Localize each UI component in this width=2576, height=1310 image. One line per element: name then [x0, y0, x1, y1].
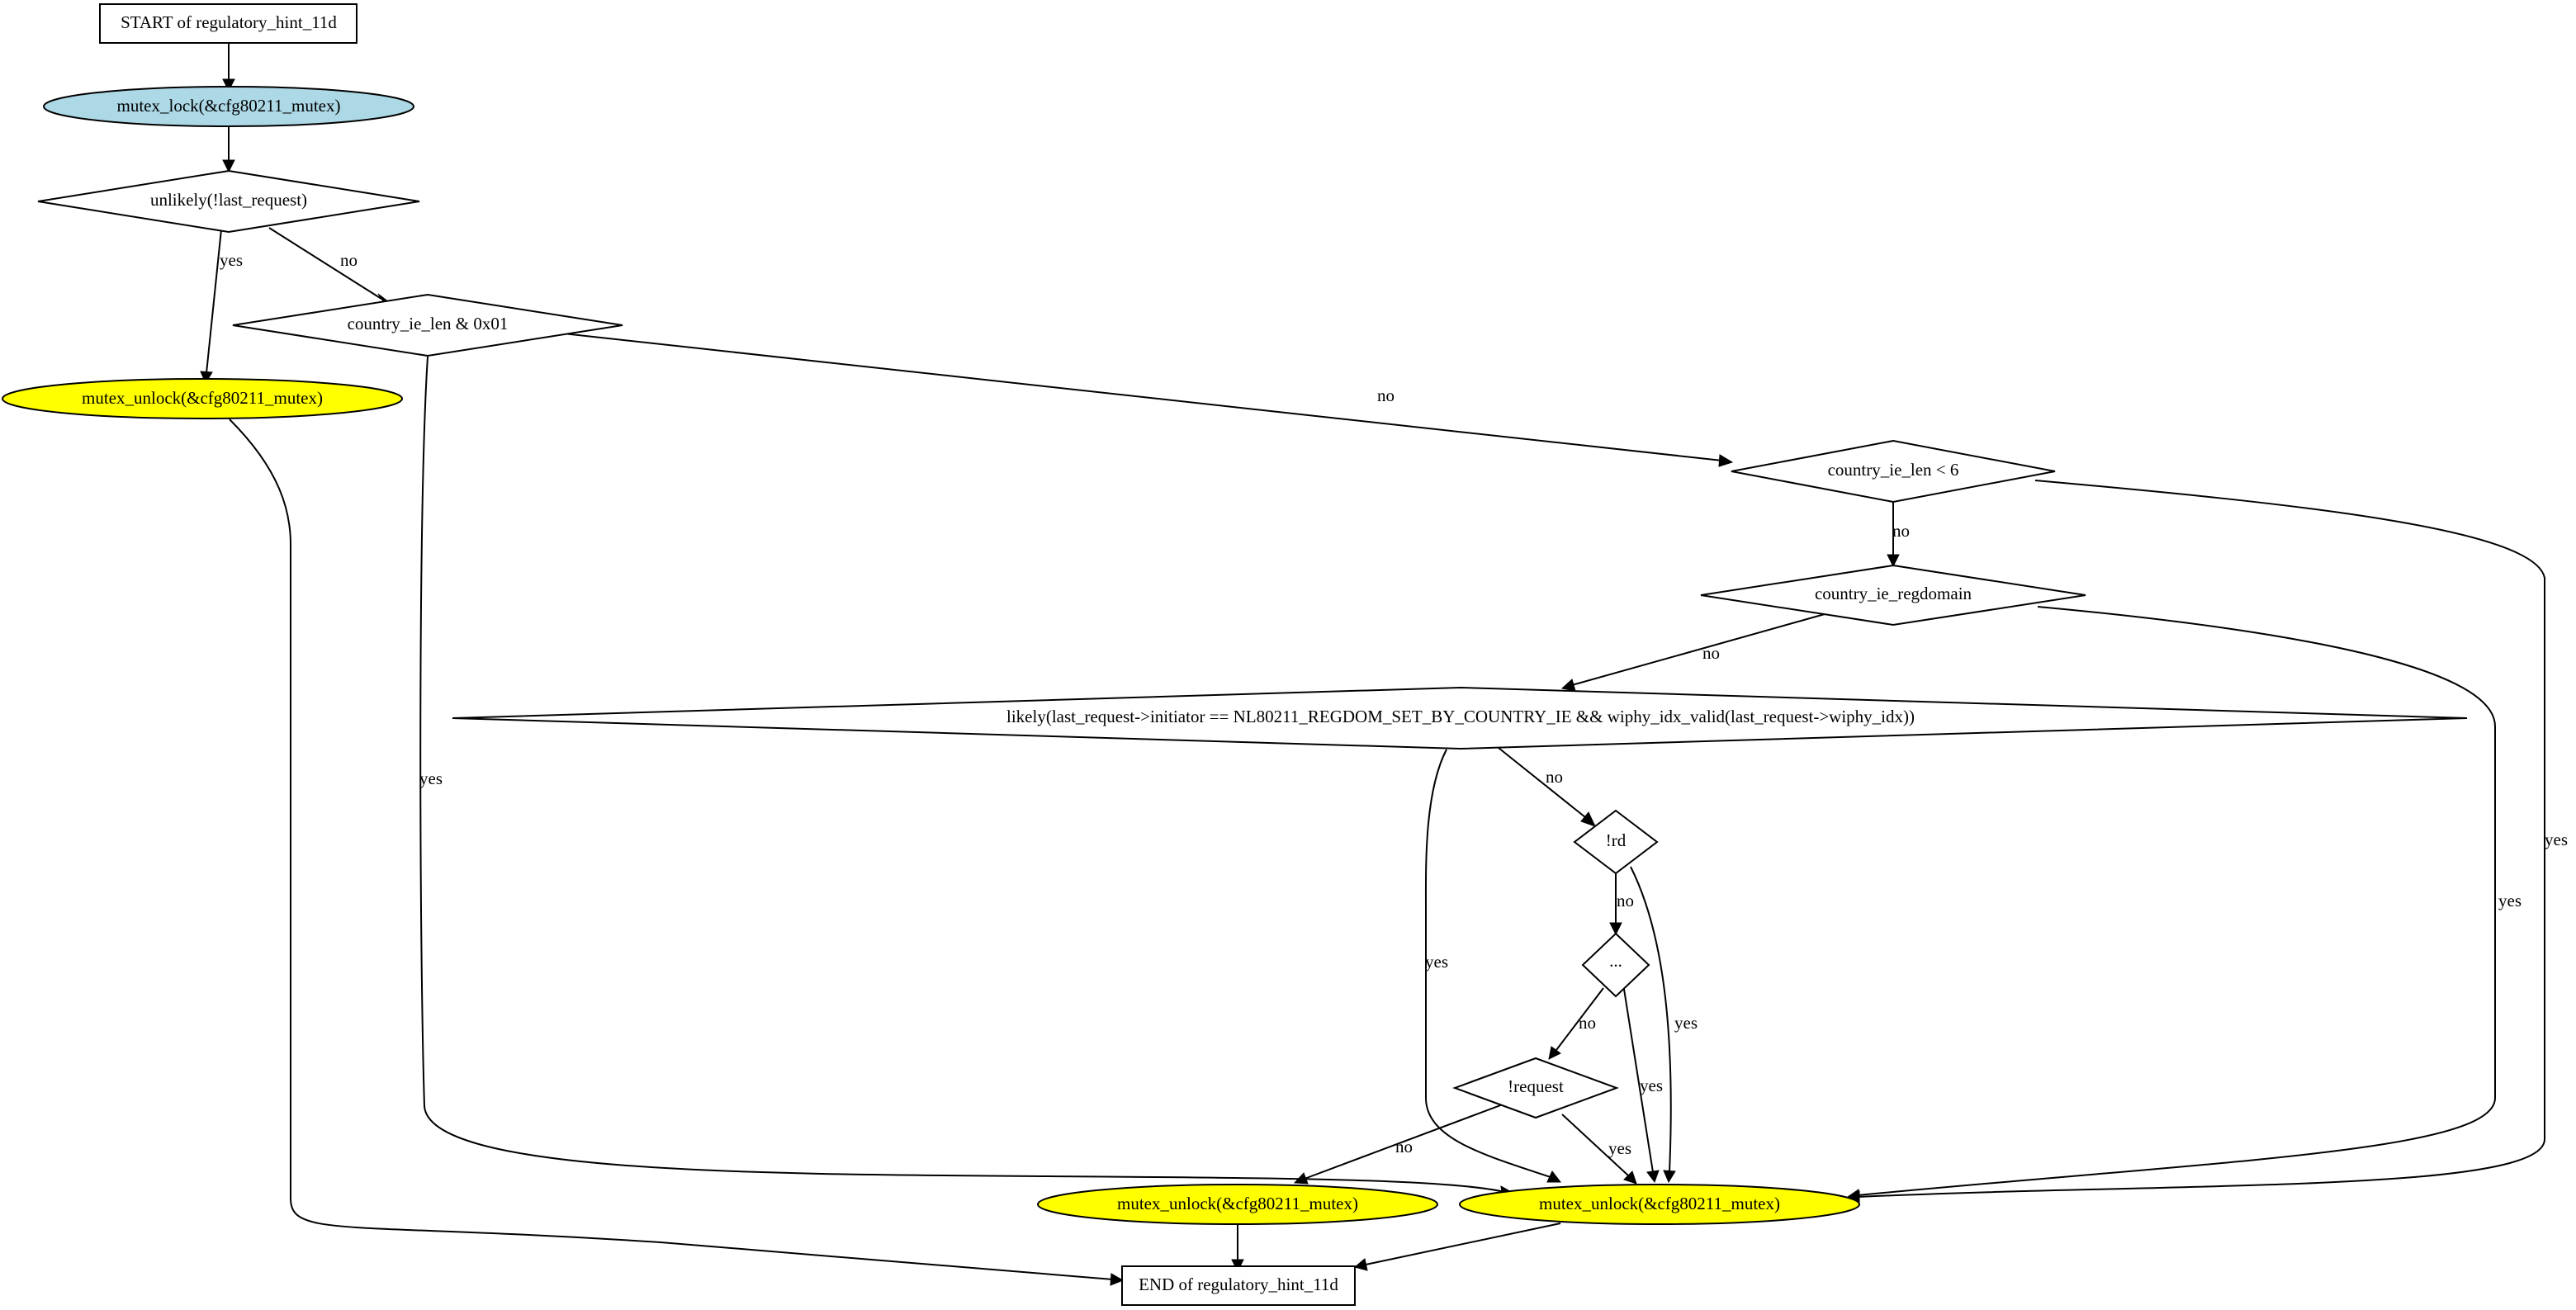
node-unlikely-label: unlikely(!last_request) — [150, 190, 307, 210]
edge-ellipsis-request — [1556, 987, 1604, 1051]
edge-unlock-right-end-arrow — [1353, 1258, 1368, 1271]
edge-unlikely-unlock-left — [206, 229, 222, 374]
edge-label-len-odd-no: no — [1377, 385, 1395, 405]
node-rd: !rd — [1573, 809, 1659, 875]
node-lock-ellipse — [43, 86, 414, 127]
edge-rd-unlock-right-arrow — [1663, 1170, 1676, 1184]
edge-ellipsis-unlock-right-arrow — [1646, 1170, 1660, 1184]
edge-label-rd-no: no — [1617, 891, 1634, 910]
node-rd-diamond — [1573, 809, 1659, 875]
node-request-label: !request — [1508, 1076, 1564, 1096]
node-rd-label: !rd — [1606, 830, 1627, 850]
node-unlock-mid-label: mutex_unlock(&cfg80211_mutex) — [1117, 1194, 1358, 1213]
edge-unlock-left-end — [229, 419, 1114, 1280]
node-ellipsis-diamond — [1581, 932, 1650, 998]
edge-label-len-odd-yes: yes — [419, 769, 443, 788]
edge-ellipsis-request-arrow — [1548, 1046, 1561, 1060]
edge-label-ellipsis-no: no — [1579, 1013, 1596, 1033]
edge-len-odd-unlock-right — [419, 356, 1505, 1193]
edge-likely-rd — [1498, 747, 1586, 818]
node-len-odd: country_ie_len & 0x01 — [232, 293, 623, 357]
edge-label-regdomain-no: no — [1702, 643, 1720, 663]
node-unlock-right-ellipse — [1459, 1184, 1860, 1225]
edge-label-regdomain-yes: yes — [2498, 891, 2522, 910]
edge-regdomain-likely — [1571, 613, 1825, 686]
edge-label-request-yes: yes — [1608, 1138, 1631, 1158]
edge-label-request-no: no — [1395, 1137, 1413, 1156]
edge-start-lock-arrow — [222, 78, 235, 92]
edge-label-ellipsis-yes: yes — [1640, 1076, 1663, 1095]
edge-len-odd-len-lt6 — [547, 331, 1723, 461]
edge-request-unlock-right-arrow — [1623, 1170, 1637, 1185]
edge-len-odd-len-lt6-arrow — [1718, 454, 1734, 467]
edge-unlock-right-end — [1365, 1223, 1561, 1265]
node-start-label: START of regulatory_hint_11d — [121, 12, 337, 32]
edge-regdomain-unlock-right — [1857, 606, 2496, 1196]
node-start-box — [99, 3, 358, 44]
node-ellipsis: ... — [1581, 932, 1650, 998]
edge-regdomain-likely-arrow — [1560, 679, 1576, 692]
edge-unlock-left-end-arrow — [1110, 1273, 1125, 1286]
edge-label-unlikely-yes: yes — [220, 250, 243, 270]
edge-likely-rd-arrow — [1580, 811, 1596, 827]
node-end-box — [1121, 1265, 1356, 1306]
node-unlikely: unlikely(!last_request) — [37, 169, 420, 234]
node-lock: mutex_lock(&cfg80211_mutex) — [43, 86, 414, 127]
edge-label-likely-no: no — [1546, 767, 1563, 787]
node-likely-label: likely(last_request->initiator == NL8021… — [1006, 707, 1915, 726]
node-regdomain-label: country_ie_regdomain — [1815, 584, 1972, 603]
edge-rd-ellipsis-arrow — [1609, 922, 1622, 936]
edge-rd-unlock-right — [1630, 866, 1672, 1173]
node-start: START of regulatory_hint_11d — [99, 3, 358, 44]
node-len-lt6: country_ie_len < 6 — [1731, 439, 2056, 504]
node-regdomain: country_ie_regdomain — [1700, 564, 2086, 627]
edge-likely-unlock-right — [1424, 749, 1551, 1178]
node-unlock-mid: mutex_unlock(&cfg80211_mutex) — [1037, 1184, 1438, 1225]
edge-label-len-lt6-no: no — [1892, 521, 1910, 541]
node-len-odd-label: country_ie_len & 0x01 — [348, 314, 509, 333]
edge-unlikely-len-odd — [268, 227, 382, 300]
node-unlock-right: mutex_unlock(&cfg80211_mutex) — [1459, 1184, 1860, 1225]
node-likely: likely(last_request->initiator == NL8021… — [452, 686, 2468, 750]
node-unlikely-diamond — [37, 169, 420, 234]
edge-request-unlock-mid-arrow — [1293, 1172, 1309, 1185]
node-unlock-left-ellipse — [2, 378, 403, 419]
node-lock-label: mutex_lock(&cfg80211_mutex) — [117, 96, 341, 116]
edge-request-unlock-mid — [1304, 1104, 1503, 1180]
edge-len-lt6-unlock-right — [1857, 480, 2545, 1198]
edge-label-unlikely-no: no — [340, 250, 358, 270]
node-ellipsis-label: ... — [1609, 951, 1622, 971]
edge-request-unlock-right — [1561, 1114, 1629, 1176]
node-unlock-mid-ellipse — [1037, 1184, 1438, 1225]
node-request-diamond — [1452, 1057, 1619, 1119]
node-unlock-right-label: mutex_unlock(&cfg80211_mutex) — [1539, 1194, 1780, 1213]
edge-label-rd-yes: yes — [1674, 1013, 1698, 1033]
node-request: !request — [1452, 1057, 1619, 1119]
edge-label-likely-yes: yes — [1425, 952, 1448, 972]
node-len-lt6-label: country_ie_len < 6 — [1828, 460, 1959, 480]
edge-lock-unlikely-arrow — [222, 159, 235, 173]
edge-len-lt6-regdomain-arrow — [1887, 554, 1900, 568]
node-regdomain-diamond — [1700, 564, 2086, 627]
node-end-label: END of regulatory_hint_11d — [1139, 1275, 1338, 1294]
edge-likely-unlock-right-arrow — [1546, 1170, 1562, 1183]
node-end: END of regulatory_hint_11d — [1121, 1265, 1356, 1306]
edge-unlikely-unlock-left-arrow — [200, 371, 213, 385]
edge-label-len-lt6-yes: yes — [2545, 830, 2568, 849]
node-unlock-left-label: mutex_unlock(&cfg80211_mutex) — [82, 388, 323, 408]
edge-ellipsis-unlock-right — [1622, 983, 1654, 1173]
nodes: START of regulatory_hint_11d mutex_lock(… — [2, 3, 2468, 1306]
node-len-odd-diamond — [232, 293, 623, 357]
node-likely-diamond — [452, 686, 2468, 750]
node-len-lt6-diamond — [1731, 439, 2056, 504]
node-unlock-left: mutex_unlock(&cfg80211_mutex) — [2, 378, 403, 419]
edges: yes no no yes no yes no yes — [200, 43, 2568, 1286]
